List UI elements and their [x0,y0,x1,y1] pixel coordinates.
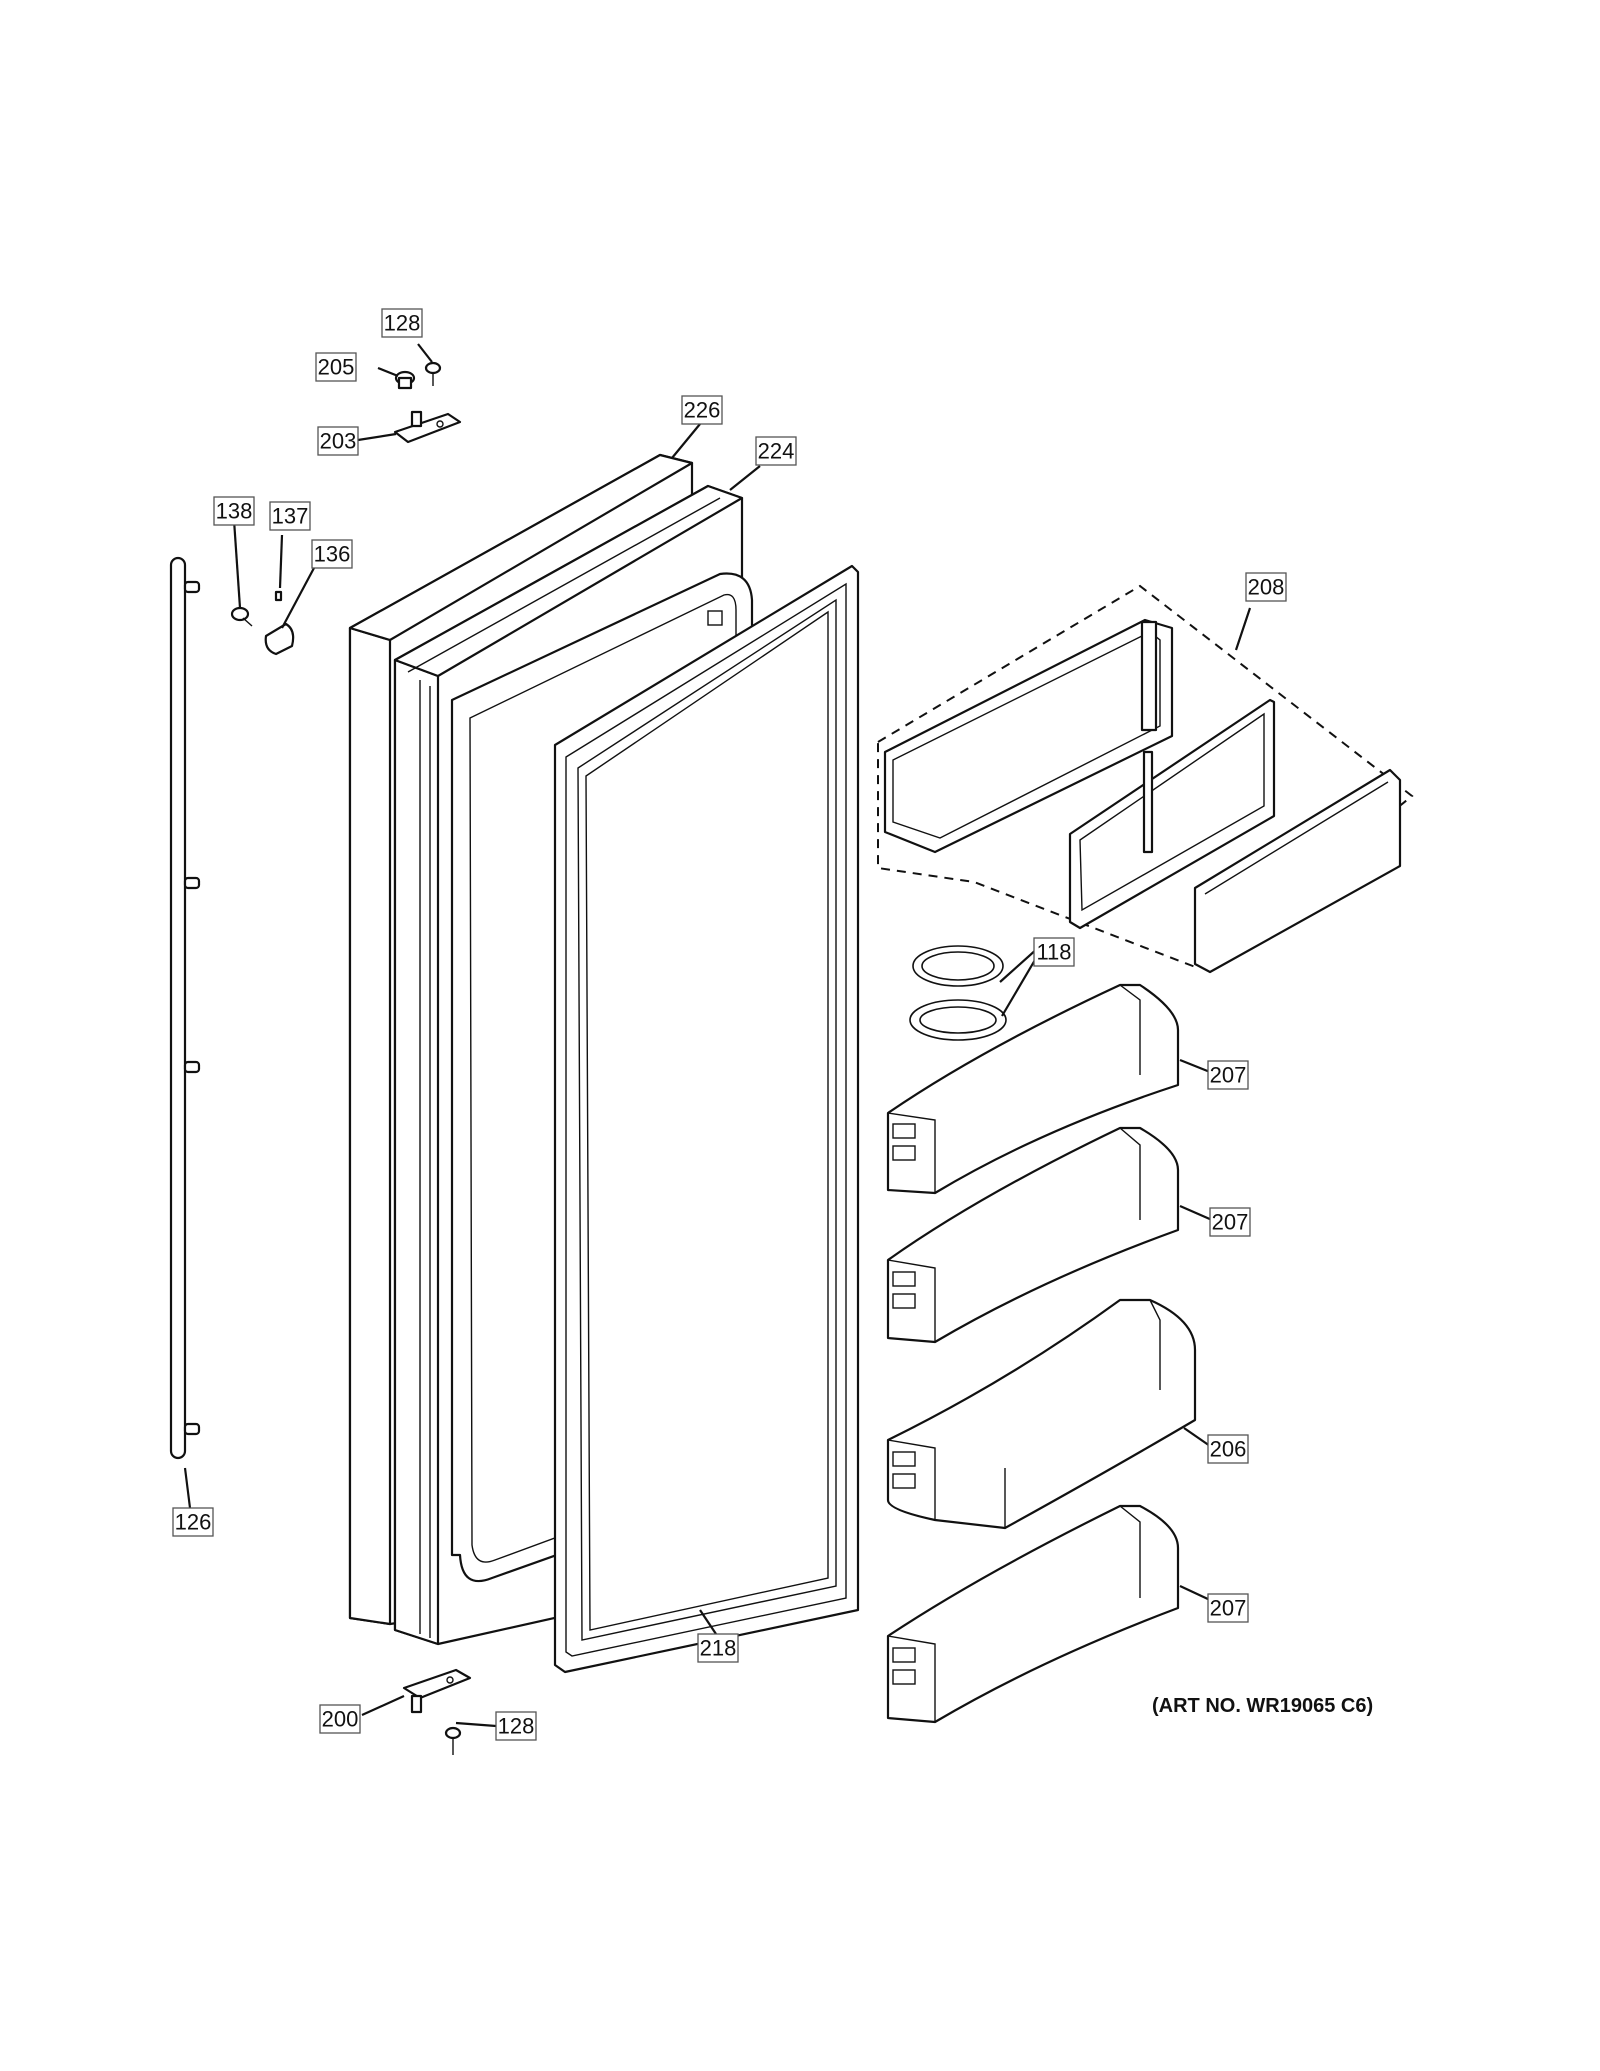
svg-text:218: 218 [700,1636,737,1661]
callout-128-top: 128 [381,308,423,338]
screw-128-top [424,361,442,386]
door-bin-206 [886,1298,1197,1530]
screw-138 [230,606,253,627]
callout-138: 138 [213,496,255,526]
door-bin-207-middle [886,1126,1180,1344]
callout-205: 205 [315,352,357,382]
dairy-door-cover [1193,768,1402,974]
svg-text:206: 206 [1210,1437,1247,1462]
handle-clip-136 [264,622,295,656]
callout-206: 206 [1207,1434,1249,1464]
svg-text:207: 207 [1210,1596,1247,1621]
callout-208: 208 [1245,572,1287,602]
svg-text:128: 128 [498,1714,535,1739]
svg-text:128: 128 [384,311,421,336]
svg-text:118: 118 [1036,940,1071,965]
svg-text:200: 200 [322,1707,359,1732]
set-screw-137 [274,590,283,602]
callout-207-lower: 207 [1207,1593,1249,1623]
callout-126: 126 [172,1507,214,1537]
bottom-hinge-200 [402,1668,472,1714]
svg-text:136: 136 [314,542,351,567]
callout-207-middle: 207 [1209,1207,1251,1237]
svg-text:205: 205 [318,355,355,380]
callout-203: 203 [317,426,359,456]
hinge-pin-205 [394,370,416,390]
svg-text:207: 207 [1212,1210,1249,1235]
door-handle-126 [169,556,201,1460]
screw-128-bottom [444,1726,462,1755]
door-bin-207-upper [886,983,1180,1195]
callout-218: 218 [697,1633,739,1663]
svg-text:224: 224 [758,439,795,464]
callout-128-bottom: 128 [495,1711,537,1741]
door-bin-207-lower [886,1504,1180,1724]
svg-text:138: 138 [216,499,253,524]
assembly-208-boundary [877,584,1414,970]
svg-text:137: 137 [272,504,309,529]
callout-118: 118 [1033,937,1075,967]
callout-224: 224 [755,436,797,466]
callout-207-upper: 207 [1207,1060,1249,1090]
svg-text:226: 226 [684,398,721,423]
dairy-frame [1068,698,1276,930]
bin-end-caps-118 [909,945,1007,1041]
svg-text:208: 208 [1248,575,1285,600]
svg-text:203: 203 [320,429,357,454]
top-hinge-203 [393,410,462,444]
callout-136: 136 [311,539,353,569]
door-gasket-218 [553,564,860,1674]
svg-text:126: 126 [175,1510,212,1535]
callout-200: 200 [319,1704,361,1734]
svg-text:207: 207 [1210,1063,1247,1088]
dairy-bin-208 [883,618,1174,854]
callout-226: 226 [681,395,723,425]
art-number-caption: (ART NO. WR19065 C6) [1152,1695,1373,1717]
callout-137: 137 [269,501,311,531]
leader-lines [183,343,1252,1728]
